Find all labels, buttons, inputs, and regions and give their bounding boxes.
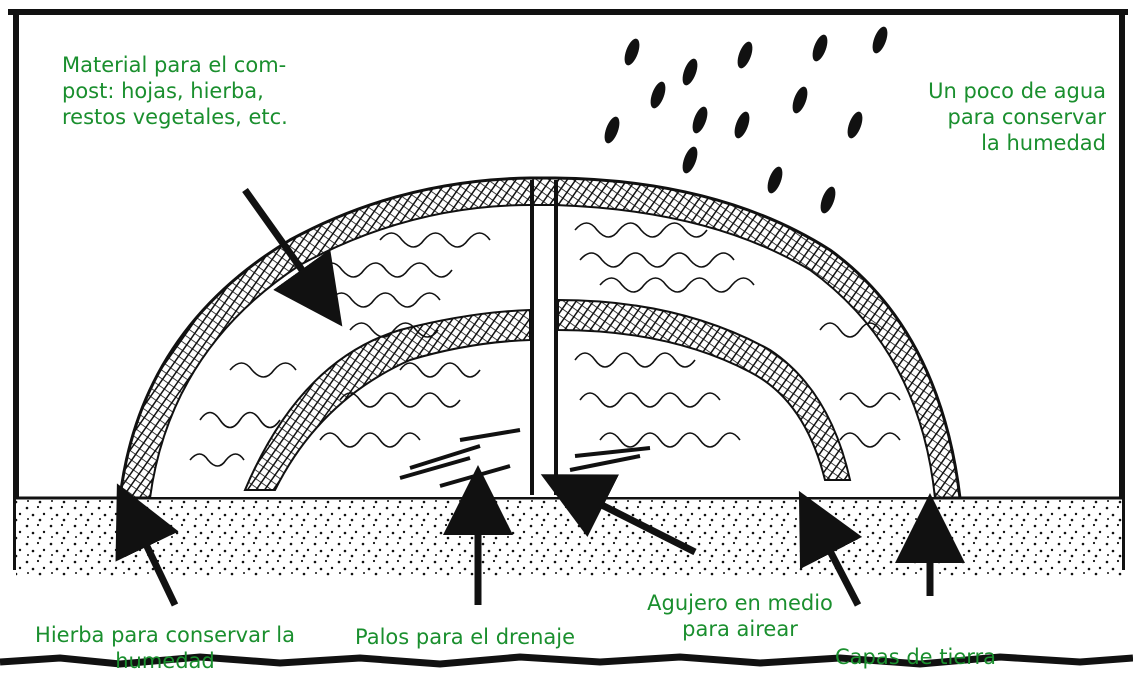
water-drop-icon	[765, 165, 786, 195]
water-drop-icon	[602, 115, 623, 145]
water-drop-icon	[870, 25, 891, 55]
water-drop-icon	[622, 37, 643, 67]
label-water: Un poco de agua para conservar la humeda…	[880, 78, 1106, 156]
label-hole: Agujero en medio para airear	[620, 590, 860, 642]
compost-pile	[120, 178, 960, 498]
water-drop-icon	[790, 85, 811, 115]
label-soil-layers: Capas de tierra	[835, 644, 1035, 670]
water-drop-icon	[690, 105, 711, 135]
water-drop-icon	[732, 110, 753, 140]
water-drop-icon	[810, 33, 831, 63]
water-drop-icon	[735, 40, 756, 70]
label-sticks: Palos para el drenaje	[355, 624, 635, 650]
water-drop-icon	[648, 80, 669, 110]
water-drop-icon	[680, 57, 701, 87]
water-drop-icon	[845, 110, 866, 140]
label-grass: Hierba para conservar la humedad	[4, 622, 326, 674]
water-drop-icon	[818, 185, 839, 215]
water-drop-icon	[680, 145, 701, 175]
label-compost-material: Material para el com- post: hojas, hierb…	[62, 52, 362, 130]
